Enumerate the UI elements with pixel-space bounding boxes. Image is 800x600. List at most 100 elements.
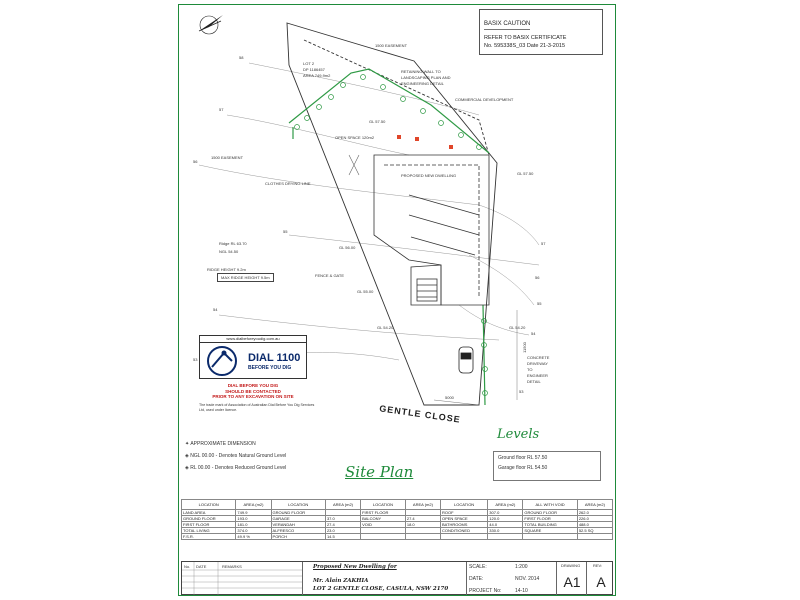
ridge-height-label: RIDGE HEIGHT 9.2m — [207, 267, 246, 272]
levels-box: Ground floor RL 57.50 Garage floor RL 54… — [493, 451, 601, 481]
gl-bottom-right-label: GL 54.20 — [509, 325, 526, 330]
gl-mid-label: GL 56.00 — [339, 245, 356, 250]
area-label: AREA 749.9m2 — [303, 73, 331, 78]
table-cell — [487, 533, 524, 540]
basix-caution-box: BASIX CAUTION REFER TO BASIX CERTIFICATE… — [479, 9, 603, 55]
retaining-wall-label-3: ENGINEERING DETAIL — [401, 81, 444, 86]
header-cell: ALL WITH VOID — [522, 499, 578, 510]
table-cell: 14.5 — [324, 533, 362, 540]
scale-label: SCALE: — [469, 564, 487, 570]
table-cell — [576, 533, 614, 540]
header-cell: LOCATION — [360, 499, 406, 510]
header-cell: LOCATION — [270, 499, 326, 510]
site-plan-drawing — [198, 15, 540, 406]
dwelling-outline — [373, 154, 490, 306]
basix-line2: No. 595338S_03 Date 21-3-2015 — [484, 43, 566, 49]
retaining-wall-label: RETAINING WALL TO — [401, 69, 441, 74]
header-cell: AREA (m2) — [576, 499, 614, 510]
dial-warning: DIAL BEFORE YOU DIG SHOULD BE CONTACTED … — [199, 383, 307, 400]
levels-title: Levels — [497, 427, 540, 442]
contour-label: 55 — [283, 229, 288, 234]
header-cell: AREA (m2) — [235, 499, 272, 510]
rev-value: A — [596, 574, 606, 590]
project-no-value: 14-10 — [515, 588, 528, 594]
project-cell: Proposed New Dwelling for Mr. Alain ZAKH… — [302, 562, 466, 595]
to-label: TO — [527, 367, 533, 372]
drawing-label: DRAWING — [561, 563, 581, 568]
header-cell: AREA (m2) — [404, 499, 441, 510]
header-cell: LOCATION — [439, 499, 489, 510]
meta-cell: SCALE: 1:200 DATE: NOV. 2014 PROJECT No:… — [466, 562, 556, 595]
north-arrow-icon — [198, 15, 223, 35]
dim-right-label: 11500 — [521, 342, 527, 353]
contour-label: 54 — [531, 331, 536, 336]
rev-label: REV: — [593, 563, 603, 568]
rev-cell: REV: A — [586, 562, 614, 595]
trees — [294, 74, 488, 396]
open-space-label: OPEN SPACE 120m2 — [335, 135, 375, 140]
table-cell — [404, 533, 441, 540]
project-title: Proposed New Dwelling for — [313, 564, 397, 570]
header-cell: LOCATION — [180, 499, 237, 510]
table-cell — [360, 533, 406, 540]
clothes-line-label: CLOTHES DRYING LINE — [265, 181, 311, 186]
revision-grid: No. DATE REMARKS — [182, 562, 302, 595]
drawing-number: A1 — [563, 574, 581, 590]
contour-label: 53 — [193, 357, 198, 362]
contour-label: 57 — [541, 241, 546, 246]
date-value: NOV. 2014 — [515, 576, 540, 582]
site-plan-title: Site Plan — [345, 463, 414, 481]
client-name: Mr. Alain ZAKHIA — [313, 578, 369, 584]
digger-icon — [207, 346, 237, 376]
concrete-label: CONCRETE — [527, 355, 550, 360]
key-rl: ◈ RL 00.00 - Denotes Reduced Ground Leve… — [185, 465, 287, 471]
hedge-line — [288, 68, 490, 406]
title-block: No. DATE REMARKS Proposed New Dwelling f… — [181, 561, 613, 595]
dp-label: DP 1186457 — [303, 67, 325, 72]
contour-lines — [198, 62, 540, 366]
easement-top-label: 1500 EASEMENT — [375, 43, 408, 48]
dial-trademark: The trade mark of Association of Austral… — [199, 403, 315, 412]
proposed-dwelling-label: PROPOSED NEW DWELLING — [401, 173, 457, 178]
rev-date-label: DATE — [196, 564, 207, 569]
date-label: DATE: — [469, 576, 484, 582]
gl-right-label: GL 57.50 — [517, 171, 534, 176]
driveway-label: DRIVEWAY — [527, 361, 548, 366]
area-table-header: LOCATION AREA (m2) LOCATION AREA (m2) LO… — [180, 499, 614, 510]
level-markers — [397, 135, 453, 149]
dial-warning-2: SHOULD BE CONTACTED — [225, 388, 281, 394]
max-ridge-label: MAX RIDGE HEIGHT 9.5m — [217, 273, 274, 282]
dial-before-you-dig-logo: www.dialbeforeyoudig.com.au DIAL 1100 BE… — [199, 335, 307, 379]
gl-gate-label: GL 55.00 — [357, 289, 374, 294]
contour-label: 54 — [213, 307, 218, 312]
contour-label: 53 — [519, 389, 524, 394]
dimension-lines — [433, 310, 518, 406]
basix-line1: REFER TO BASIX CERTIFICATE — [484, 35, 567, 41]
ngl-label: NGL 54.50 — [219, 249, 239, 254]
car-icon — [458, 346, 474, 374]
key-approx: ✦ APPROXIMATE DIMENSION — [185, 441, 256, 447]
levels-ground: Ground floor RL 57.50 — [498, 455, 548, 461]
project-no-label: PROJECT No: — [469, 588, 502, 594]
header-cell: AREA (m2) — [487, 499, 524, 510]
table-cell: PORCH — [270, 533, 326, 540]
retaining-wall-label-2: LANDSCAPING PLAN AND — [401, 75, 451, 80]
key-ngl: ◈ NGL 00.00 - Denotes Natural Ground Lev… — [185, 453, 287, 459]
contour-label: 56 — [193, 159, 198, 164]
drawing-sheet: BASIX CAUTION REFER TO BASIX CERTIFICATE… — [178, 4, 616, 596]
dial-number: DIAL 1100 — [248, 352, 301, 364]
table-cell — [439, 533, 489, 540]
header-cell: AREA (m2) — [324, 499, 362, 510]
dial-url: www.dialbeforeyoudig.com.au — [200, 336, 306, 343]
rev-remarks-label: REMARKS — [222, 564, 242, 569]
dial-sub: BEFORE YOU DIG — [248, 365, 292, 371]
area-table: LOCATION AREA (m2) LOCATION AREA (m2) LO… — [180, 499, 614, 540]
contour-label: 56 — [535, 275, 540, 280]
table-cell: 49.9 % — [235, 533, 272, 540]
dial-warning-1: DIAL BEFORE YOU DIG — [227, 383, 279, 388]
lot-label: LOT 2 — [303, 61, 315, 66]
basix-title: BASIX CAUTION — [484, 21, 531, 30]
contour-label: 58 — [239, 55, 244, 60]
